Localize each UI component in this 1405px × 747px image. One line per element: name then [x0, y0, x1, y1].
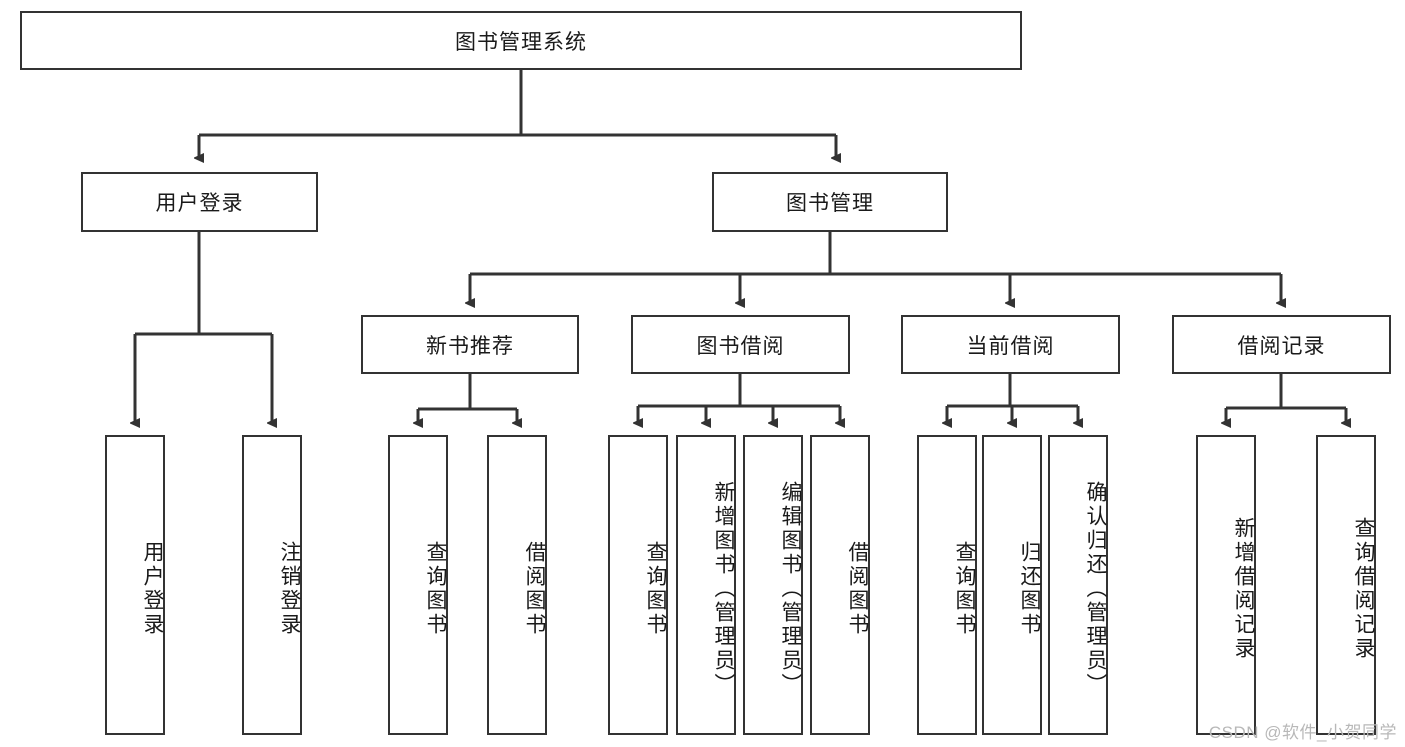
node-label: 新书推荐	[426, 334, 514, 358]
watermark: CSDN @软件_小贺同学	[1208, 723, 1397, 742]
leaf-current-confirm-return[interactable]: 确认归还（管理员）	[1048, 435, 1108, 735]
leaf-current-query-book[interactable]: 查询图书	[917, 435, 977, 735]
node-root[interactable]: 图书管理系统	[20, 11, 1022, 70]
node-label: 借阅记录	[1237, 334, 1326, 358]
node-borrow-record[interactable]: 借阅记录	[1172, 315, 1391, 374]
node-label: 图书管理系统	[455, 30, 587, 54]
leaf-record-add[interactable]: 新增借阅记录	[1196, 435, 1256, 735]
leaf-new-book-borrow[interactable]: 借阅图书	[487, 435, 547, 735]
node-current-borrow[interactable]: 当前借阅	[901, 315, 1120, 374]
leaf-borrow-borrow-book[interactable]: 借阅图书	[810, 435, 870, 735]
leaf-borrow-query-book[interactable]: 查询图书	[608, 435, 668, 735]
node-new-book-recommend[interactable]: 新书推荐	[361, 315, 579, 374]
node-label: 查询图书	[953, 541, 976, 637]
leaf-user-login-login[interactable]: 用户登录	[105, 435, 165, 735]
node-label: 新增图书（管理员）	[712, 481, 735, 697]
leaf-borrow-edit-book[interactable]: 编辑图书（管理员）	[743, 435, 803, 735]
node-label: 当前借阅	[966, 334, 1055, 358]
leaf-user-login-logout[interactable]: 注销登录	[242, 435, 302, 735]
node-label: 编辑图书（管理员）	[779, 481, 802, 697]
node-label: 图书管理	[786, 192, 874, 215]
node-label: 归还图书	[1018, 541, 1041, 637]
node-book-management[interactable]: 图书管理	[712, 172, 948, 232]
leaf-current-return-book[interactable]: 归还图书	[982, 435, 1042, 735]
node-label: 用户登录	[155, 192, 244, 215]
node-label: 用户登录	[141, 541, 164, 637]
node-label: 新增借阅记录	[1232, 517, 1255, 661]
node-label: 借阅图书	[523, 541, 546, 637]
node-user-login[interactable]: 用户登录	[81, 172, 318, 232]
node-label: 查询借阅记录	[1352, 517, 1375, 661]
node-label: 借阅图书	[846, 541, 869, 637]
leaf-borrow-add-book[interactable]: 新增图书（管理员）	[676, 435, 736, 735]
leaf-new-book-query[interactable]: 查询图书	[388, 435, 448, 735]
node-label: 确认归还（管理员）	[1084, 481, 1107, 697]
node-label: 注销登录	[278, 541, 301, 637]
node-label: 图书借阅	[696, 334, 785, 358]
node-book-borrow[interactable]: 图书借阅	[631, 315, 850, 374]
leaf-record-query[interactable]: 查询借阅记录	[1316, 435, 1376, 735]
node-label: 查询图书	[424, 541, 447, 637]
node-label: 查询图书	[644, 541, 667, 637]
